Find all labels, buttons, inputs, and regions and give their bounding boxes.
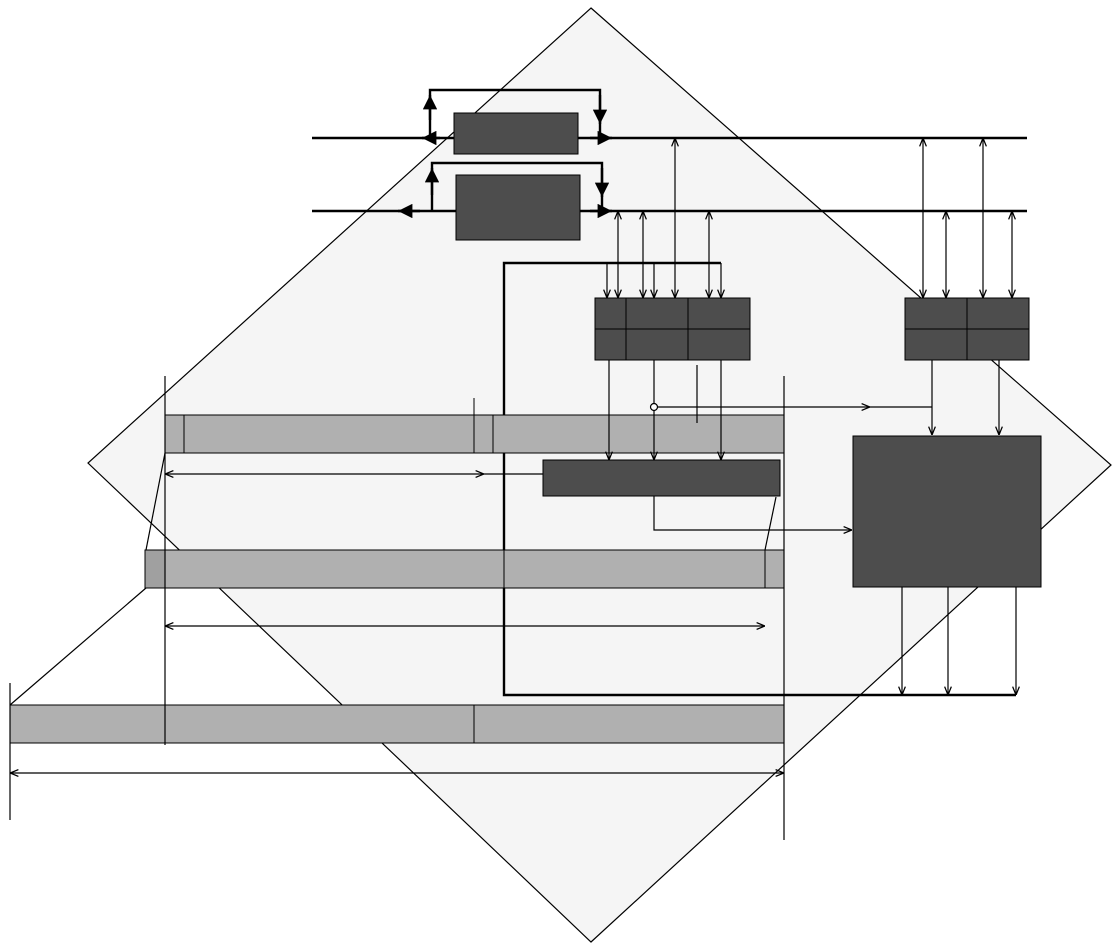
middle-flat-block: [542, 459, 781, 497]
grey-bar-middle: [144, 549, 785, 589]
grey-bar-lower: [9, 704, 785, 744]
grey-bar-upper: [164, 398, 785, 454]
into-big-elbow: [653, 496, 852, 530]
grid-block-right: [904, 297, 1030, 361]
big-block: [852, 435, 1042, 588]
junction-node: [649, 402, 659, 412]
feedback-loop: [502, 261, 1016, 697]
upper-block-2: [455, 174, 581, 241]
connector-slant-1: [145, 452, 166, 551]
upper-block-1: [453, 112, 579, 155]
connector-slant-3: [9, 587, 147, 706]
grid-block-left: [594, 297, 751, 361]
connector-slant-2: [764, 496, 777, 551]
